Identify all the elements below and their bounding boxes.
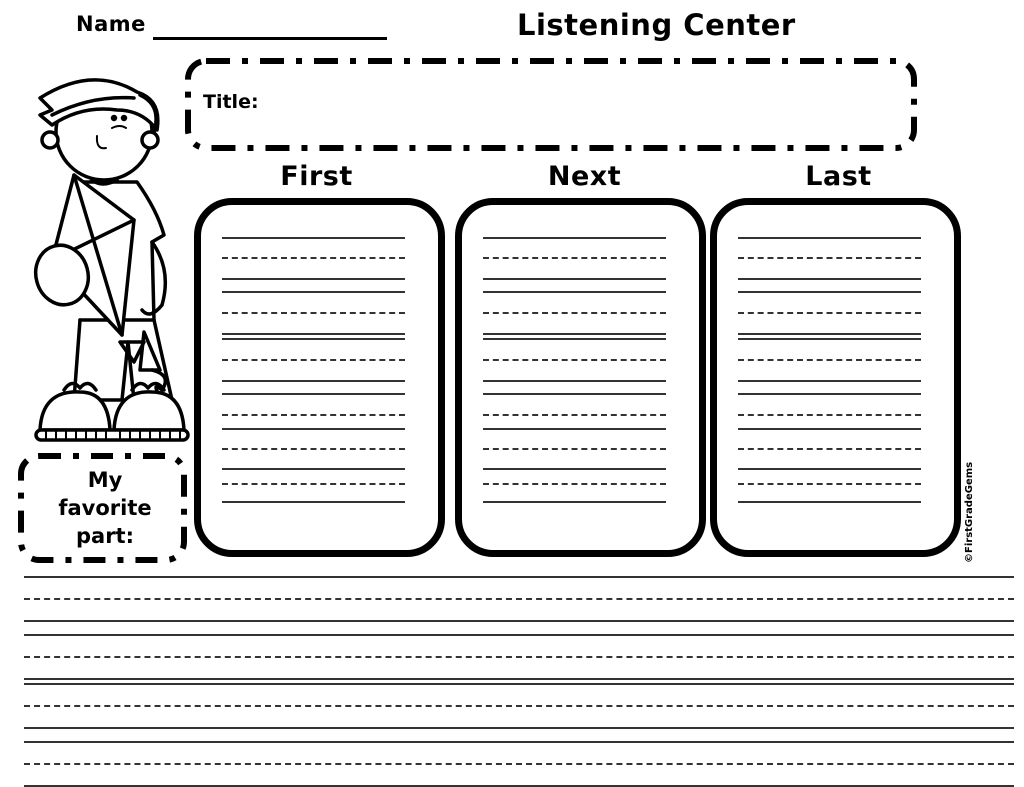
column-header-last: Last [805,161,872,192]
name-label: Name [76,12,146,36]
favorite-part-label: My favorite part: [58,468,152,548]
boy-with-kite-icon [33,78,190,442]
writing-panel-last[interactable] [710,198,961,557]
name-input-line[interactable] [153,37,387,40]
favorite-part-writing-lines[interactable] [24,576,1014,787]
writing-panel-first[interactable] [194,198,445,557]
column-header-next: Next [547,161,622,192]
writing-panel-next[interactable] [455,198,706,557]
title-box[interactable] [184,57,918,152]
page-title: Listening Center [517,8,796,42]
favorite-part-box [18,453,187,563]
title-label: Title: [203,91,259,113]
copyright-credit: ©FirstGradeGems [964,461,975,563]
column-header-first: First [280,161,353,192]
